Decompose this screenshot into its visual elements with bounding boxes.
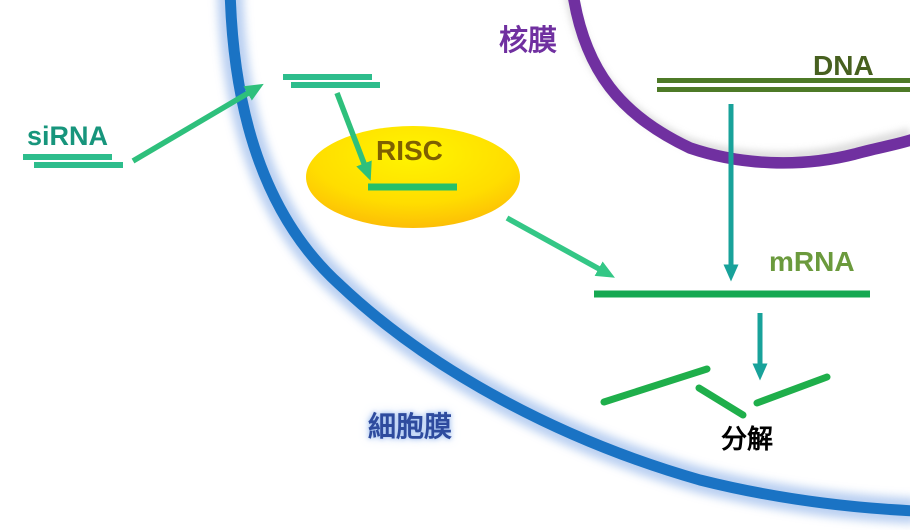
arrow-risc-to-mrna [505,215,615,278]
arrow-sirna-entry [131,83,264,164]
mrna-fragment-3 [753,373,831,407]
mrna-fragment-1 [600,365,711,406]
degradation-label: 分解 [721,424,773,454]
cell-membrane-label: 細胞膜 [368,410,452,442]
risc-label: RISC [376,135,443,166]
cell-membrane-curve [224,0,910,517]
arrow-sirna-to-risc [334,92,372,181]
dna-label: DNA [813,50,874,81]
mrna-fragment-2 [695,384,747,419]
nuclear-membrane-label: 核膜 [499,24,557,57]
sirna-label: siRNA [27,121,108,151]
mrna-label: mRNA [769,246,855,277]
